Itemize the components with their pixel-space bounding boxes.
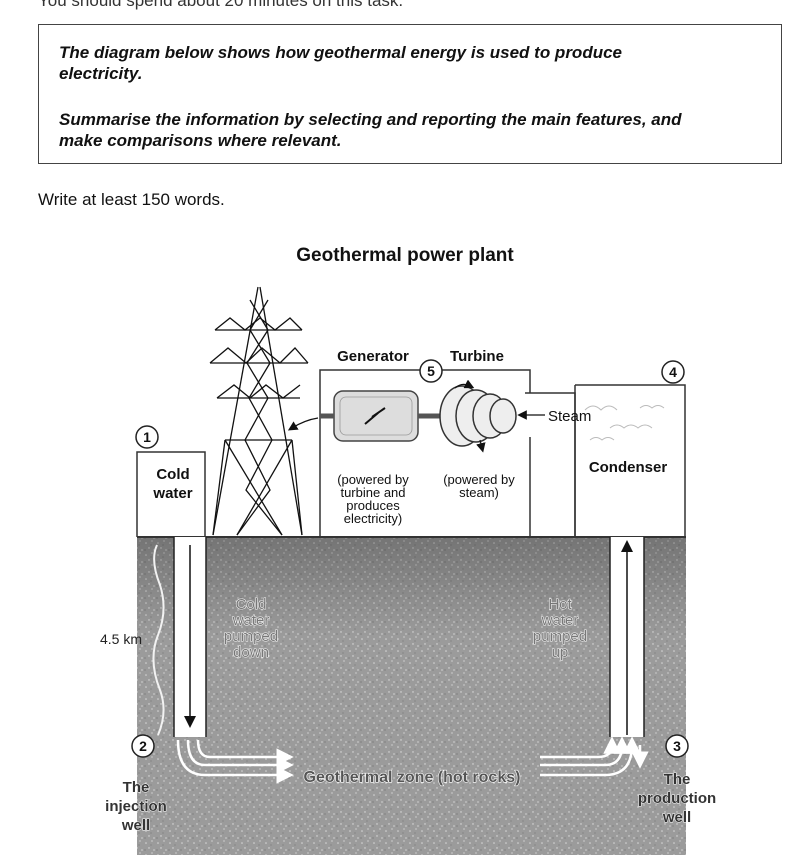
step-4-label: 4 bbox=[669, 364, 677, 380]
turbine-label: Turbine bbox=[450, 348, 504, 365]
cold-pumped-label: down bbox=[233, 644, 269, 661]
condenser-building bbox=[575, 384, 686, 537]
diagram-title: Geothermal power plant bbox=[296, 245, 514, 266]
step-4-circle bbox=[661, 360, 685, 384]
task-line: make comparisons where relevant. bbox=[59, 131, 342, 150]
step-1-label: 1 bbox=[143, 429, 151, 445]
step-2-label: 2 bbox=[139, 738, 147, 754]
cold-water-label: water bbox=[152, 485, 192, 502]
injection-well-label: injection bbox=[105, 798, 167, 815]
task-line: The diagram below shows how geothermal e… bbox=[59, 43, 622, 62]
task-line: Summarise the information by selecting a… bbox=[59, 110, 682, 129]
electricity-pylon bbox=[209, 286, 309, 536]
generator-note: (powered by bbox=[337, 472, 409, 487]
instruction-cutoff: You should spend about 20 minutes on thi… bbox=[38, 0, 404, 10]
geothermal-flow-arrows bbox=[176, 736, 649, 784]
cold-water-label: Cold bbox=[156, 466, 189, 483]
power-arrow bbox=[287, 417, 319, 431]
injection-well-label: The bbox=[123, 779, 150, 796]
generator-note: electricity) bbox=[344, 511, 403, 526]
word-count-instruction: Write at least 150 words. bbox=[38, 190, 225, 209]
geothermal-zone-label: Geothermal zone (hot rocks) bbox=[304, 769, 521, 786]
depth-label: 4.5 km bbox=[100, 631, 142, 647]
step-2-circle bbox=[131, 734, 155, 758]
generator-note: produces bbox=[346, 498, 400, 513]
turbine bbox=[439, 379, 517, 453]
production-well-label: production bbox=[638, 790, 716, 807]
cold-water-tank bbox=[136, 451, 206, 537]
hot-pumped-label: pumped bbox=[533, 628, 587, 645]
injection-well-label: well bbox=[121, 817, 150, 834]
hot-pumped-label: water bbox=[541, 612, 579, 629]
step-1-circle bbox=[135, 425, 159, 449]
hot-pumped-label: up bbox=[552, 644, 569, 661]
turbine-note: steam) bbox=[459, 485, 499, 500]
step-5-circle bbox=[419, 359, 443, 383]
production-well-label: The bbox=[664, 771, 691, 788]
cold-pumped-label: water bbox=[232, 612, 270, 629]
turbine-note: (powered by bbox=[443, 472, 515, 487]
production-well-label: well bbox=[662, 809, 691, 826]
lightning-icon bbox=[364, 407, 386, 425]
depth-brace bbox=[152, 544, 165, 736]
step-5-label: 5 bbox=[427, 363, 435, 379]
generator-label: Generator bbox=[337, 348, 409, 365]
steam-clouds bbox=[584, 405, 665, 441]
generator-note: turbine and bbox=[340, 485, 405, 500]
step-3-label: 3 bbox=[673, 738, 681, 754]
task-line: electricity. bbox=[59, 64, 143, 83]
steam-label: Steam bbox=[548, 408, 591, 425]
task-box: The diagram below shows how geothermal e… bbox=[38, 24, 782, 164]
hot-pumped-label: Hot bbox=[548, 596, 572, 613]
cold-pumped-label: Cold bbox=[236, 596, 267, 613]
condenser-label: Condenser bbox=[589, 459, 668, 476]
cold-pumped-label: pumped bbox=[224, 628, 278, 645]
step-3-circle bbox=[665, 734, 689, 758]
